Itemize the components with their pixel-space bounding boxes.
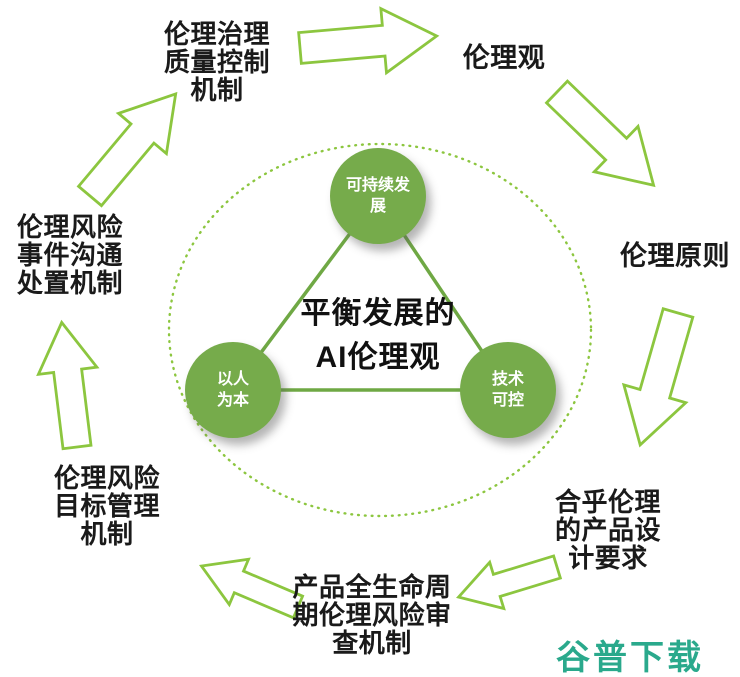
label-ethics-governance-quality-control: 伦理治理 质量控制 机制 <box>163 19 270 105</box>
label-ethics-principles: 伦理原则 <box>620 241 730 271</box>
node-sustainable-development-label: 可持续发 展 <box>345 177 410 215</box>
label-lifecycle-ethics-risk-review: 产品全生命周 期伦理风险审 查机制 <box>292 572 452 658</box>
watermark-gupu-download: 谷普下载 <box>556 639 704 677</box>
node-people-oriented-label: 以人 为本 <box>216 371 249 409</box>
node-technology-controllable: 技术 可控 <box>460 342 556 438</box>
node-technology-controllable-label: 技术 可控 <box>491 371 524 409</box>
dashed-circle-boundary <box>167 142 593 518</box>
arrow-principles-to-design-icon <box>607 302 711 456</box>
node-people-oriented: 以人 为本 <box>185 342 281 438</box>
arrow-target-to-event-icon <box>30 317 109 453</box>
arrow-governance-to-view-icon <box>295 2 442 83</box>
label-ethics-risk-target-management: 伦理风险 目标管理 机制 <box>53 463 160 549</box>
arrow-view-to-principles-icon <box>533 67 678 210</box>
label-ethics-risk-event-handling: 伦理风险 事件沟通 处置机制 <box>16 212 123 298</box>
label-ethics-view: 伦理观 <box>462 43 546 73</box>
node-sustainable-development: 可持续发 展 <box>330 148 426 244</box>
center-title: 平衡发展的 AI伦理观 <box>300 297 456 374</box>
label-ethical-product-design-requirements: 合乎伦理 的产品设 计要求 <box>554 487 661 573</box>
